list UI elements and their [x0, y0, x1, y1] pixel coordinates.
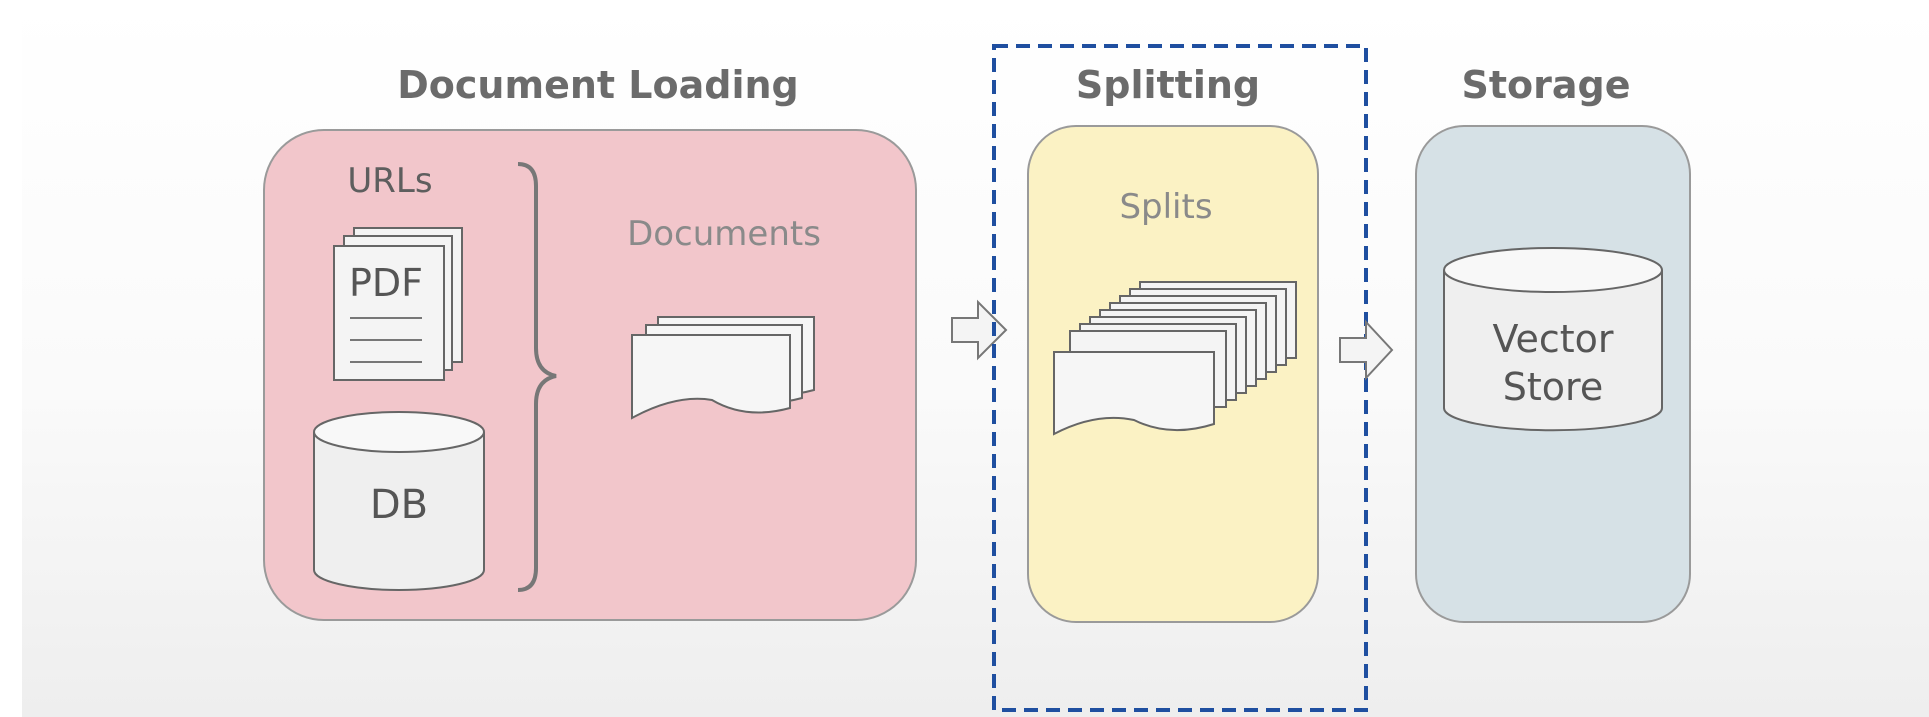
- pdf-document-icon: [333, 227, 463, 381]
- curly-brace: [517, 162, 557, 592]
- right-arrow-icon: [1339, 319, 1394, 381]
- splits-stack-icon: [1053, 281, 1297, 436]
- document-loading-heading: Document Loading: [397, 63, 799, 107]
- vector-store-cylinder-icon: [1443, 247, 1663, 432]
- storage-heading: Storage: [1462, 63, 1631, 107]
- splitting-heading: Splitting: [1076, 63, 1260, 107]
- documents-label: Documents: [627, 214, 821, 254]
- document-stack-icon: [631, 316, 815, 420]
- database-icon: [313, 411, 485, 591]
- vector-store-label-line1: Vector: [1492, 317, 1613, 361]
- urls-label: URLs: [347, 161, 432, 201]
- splits-label: Splits: [1119, 187, 1212, 227]
- pdf-label: PDF: [349, 261, 423, 305]
- vector-store-label-line2: Store: [1503, 365, 1603, 409]
- db-label: DB: [370, 482, 428, 528]
